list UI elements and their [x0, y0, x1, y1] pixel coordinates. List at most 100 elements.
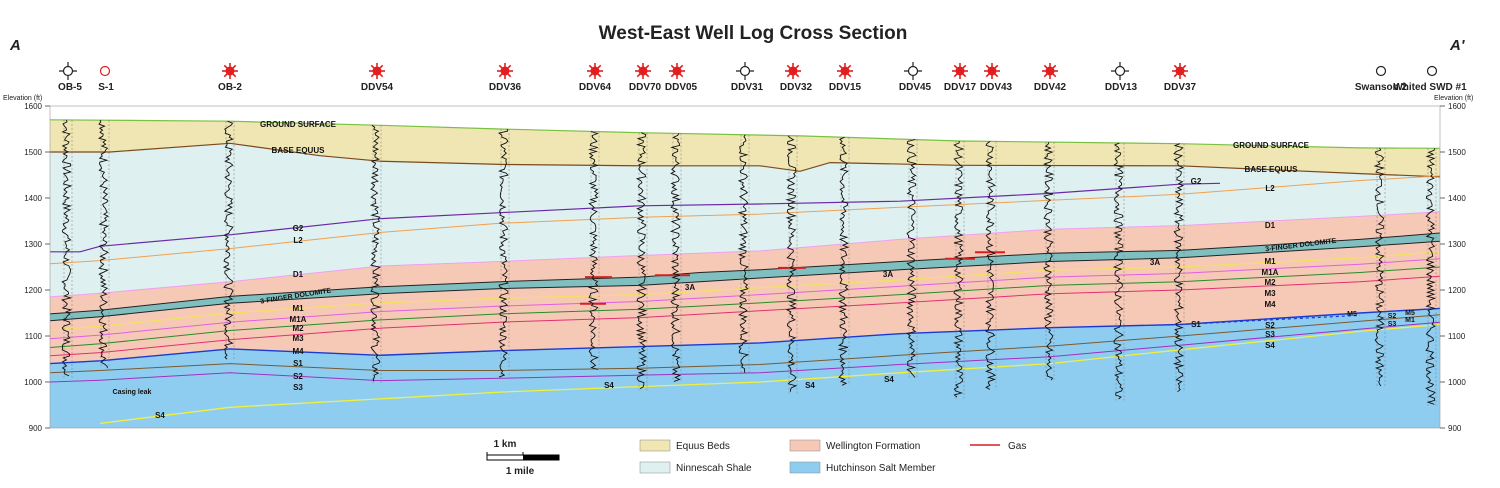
- gas-well-icon: [785, 63, 801, 79]
- legend-label-gas: Gas: [1008, 441, 1026, 452]
- well-name-label: DDV45: [899, 82, 932, 93]
- horizon-label-ground-surface: GROUND SURFACE: [1233, 141, 1310, 150]
- well-name-label: Whited SWD #1: [1393, 82, 1467, 93]
- well-name-label: DDV36: [489, 82, 522, 93]
- dry-hole-icon: [59, 62, 77, 80]
- section-end-left: A: [9, 37, 21, 54]
- right-tick-label: 1500: [1448, 148, 1466, 157]
- well-log-curve: [60, 119, 73, 377]
- horizon-label-m3: M3: [292, 334, 304, 343]
- plot-border: [49, 105, 1441, 429]
- well-name-label: DDV13: [1105, 82, 1138, 93]
- m2-line: [50, 258, 1440, 340]
- dolomite-base-line: [50, 240, 1440, 322]
- horizon-label-three-a: 3A: [685, 283, 695, 292]
- well-name-label: S-1: [98, 82, 114, 93]
- well-log-curve: [497, 129, 509, 378]
- well-log-curve: [953, 140, 965, 398]
- well-log-curve: [635, 132, 648, 390]
- well-log-curve: [906, 139, 917, 378]
- horizon-label-g2: G2: [1191, 177, 1202, 186]
- left-tick-label: 1100: [25, 332, 43, 341]
- dry-hole-icon: [736, 62, 754, 80]
- left-tick-label: 1200: [24, 286, 42, 295]
- legend: Equus Beds Ninnescah Shale Wellington Fo…: [639, 439, 1026, 474]
- gas-well-icon: [837, 63, 853, 79]
- horizon-label-s3: S3: [1265, 330, 1275, 339]
- horizon-label-m3: M3: [1264, 289, 1276, 298]
- horizon-label-m1: M1: [1264, 257, 1276, 266]
- right-tick-label: 1600: [1448, 102, 1466, 111]
- legend-swatch-ninnescah: [639, 461, 671, 474]
- left-tick-label: 1000: [24, 378, 42, 387]
- well-log-curve: [785, 135, 798, 392]
- right-tick-label: 1000: [1448, 378, 1466, 387]
- well-name-label: DDV15: [829, 82, 862, 93]
- m4-line: [50, 275, 1440, 357]
- plot-frame: [49, 105, 1441, 429]
- left-tick-label: 1600: [24, 102, 42, 111]
- legend-swatch-wellington: [789, 439, 821, 452]
- equus-beds-fill: [50, 119, 1440, 177]
- plot-area: [50, 119, 1440, 428]
- right-tick-label: 900: [1448, 424, 1462, 433]
- well-name-label: DDV05: [665, 82, 698, 93]
- horizon-label-g2: G2: [293, 224, 304, 233]
- horizon-label-m2: M2: [292, 324, 304, 333]
- horizon-label-s4: S4: [1265, 341, 1275, 350]
- well-log-curve: [1373, 147, 1386, 387]
- right-tick-label: 1300: [1448, 240, 1466, 249]
- well-name-label: DDV32: [780, 82, 813, 93]
- horizon-label-m5: M5: [1405, 310, 1415, 317]
- well-log-curve: [1112, 142, 1125, 400]
- well-log-curve: [737, 134, 750, 373]
- horizon-label-base-equus: BASE EQUUS: [272, 146, 326, 155]
- dry-hole-icon: [904, 62, 922, 80]
- left-tick-label: 900: [29, 424, 43, 433]
- d1-line: [50, 211, 1440, 298]
- page-title: West-East Well Log Cross Section: [599, 23, 908, 44]
- gas-well-icon: [669, 63, 685, 79]
- horizon-label-s2: S2: [293, 372, 303, 381]
- horizon-label-l2: L2: [1265, 184, 1275, 193]
- horizon-label-base-equus: BASE EQUUS: [1245, 165, 1299, 174]
- horizon-label-s1: S1: [293, 359, 303, 368]
- horizon-label-s4: S4: [604, 381, 614, 390]
- gas-well-icon: [587, 63, 603, 79]
- s2-line: [50, 314, 1440, 374]
- m5-dashed-line: [1179, 314, 1361, 326]
- well-log-curve: [222, 120, 234, 360]
- legend-swatch-salt: [789, 461, 821, 474]
- well-log-curve: [1172, 143, 1185, 393]
- wellington-formation-fill: [50, 211, 1440, 364]
- right-axis-label: Elevation (ft): [1434, 95, 1473, 102]
- legend-label-equus: Equus Beds: [676, 441, 730, 452]
- gas-well-icon: [635, 63, 651, 79]
- scale-km-label: 1 km: [494, 439, 517, 450]
- well-name-label: DDV43: [980, 82, 1013, 93]
- m1a-line: [50, 251, 1440, 331]
- well-name-label: OB-5: [58, 82, 82, 93]
- horizon-label-s2: S2: [1265, 321, 1275, 330]
- dry-hole-icon: [1111, 62, 1129, 80]
- s4-line: [99, 323, 1440, 425]
- horizon-label-three-a: 3A: [883, 270, 893, 279]
- right-tick-label: 1200: [1448, 286, 1466, 295]
- gas-well-icon: [1172, 63, 1188, 79]
- well-log-curve: [669, 133, 682, 382]
- horizon-label-s3: S3: [293, 383, 303, 392]
- well-log-curve: [97, 120, 110, 369]
- well-name-label: DDV31: [731, 82, 764, 93]
- well-name-label: DDV17: [944, 82, 977, 93]
- well-name-label: OB-2: [218, 82, 242, 93]
- scale-bar: 1 km 1 mile: [486, 439, 560, 477]
- horizon-label-s2: S2: [1388, 313, 1397, 320]
- left-tick-label: 1300: [24, 240, 42, 249]
- horizon-label-three-a: 3A: [1150, 258, 1160, 267]
- location-icon: [99, 65, 111, 77]
- horizon-label-l2: L2: [293, 236, 303, 245]
- well-log-curve: [1042, 141, 1055, 381]
- left-tick-label: 1500: [24, 148, 42, 157]
